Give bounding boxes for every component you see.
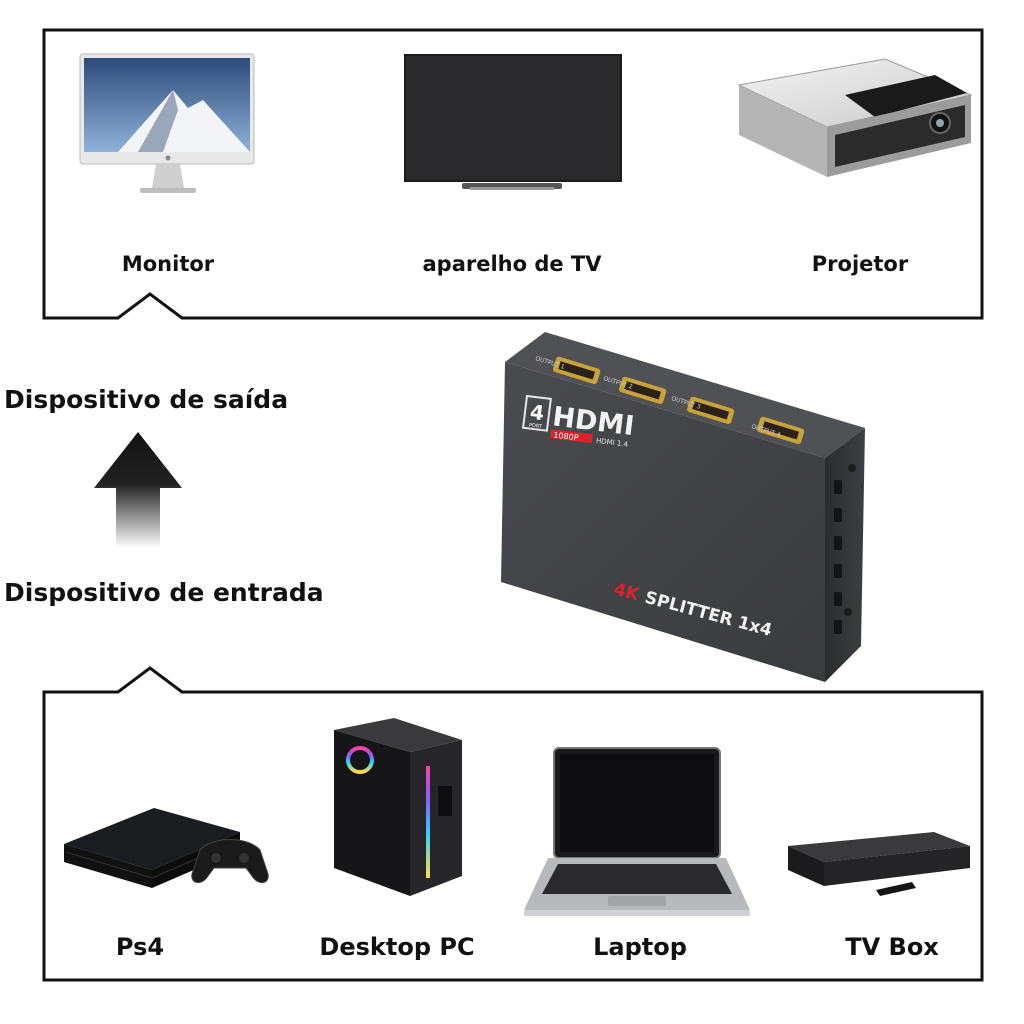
laptop-icon [524, 747, 750, 916]
svg-text:PORT: PORT [528, 422, 543, 430]
tv-device [400, 52, 626, 202]
input-group-frame [42, 666, 984, 982]
output-device-label: aparelho de TV [422, 252, 602, 276]
output-device-label: Projetor [811, 252, 909, 276]
vent-slots [834, 480, 842, 634]
desktop-pc-device [330, 716, 465, 898]
laptop-device [522, 746, 752, 918]
desktop-pc-icon [334, 718, 462, 896]
hdmi-output-ports [553, 356, 805, 445]
svg-text:1080P: 1080P [553, 431, 579, 443]
output-group-frame [42, 28, 984, 320]
svg-text:HDMI 1.4: HDMI 1.4 [596, 437, 629, 449]
monitor-device [78, 50, 258, 200]
output-device-heading: Dispositivo de saída [4, 385, 289, 414]
game-console-icon [64, 808, 269, 888]
svg-text:4: 4 [529, 400, 546, 426]
monitor-icon [79, 53, 255, 193]
up-arrow-icon [94, 432, 182, 548]
tv-box-device [784, 830, 974, 902]
output-device-label: Monitor [121, 252, 215, 276]
tv-box-icon [788, 832, 970, 896]
input-device-label: Ps4 [115, 933, 165, 961]
projector-icon [737, 58, 973, 177]
input-device-heading: Dispositivo de entrada [4, 578, 324, 607]
input-device-label: Desktop PC [319, 933, 475, 961]
hdmi-splitter: OUTPUT 1 OUTPUT 2 OUTPUT 3 OUTPUT 4 4 PO… [501, 332, 865, 682]
ps4-device [62, 800, 272, 895]
input-device-label: Laptop [593, 933, 687, 961]
tv-icon [404, 54, 622, 190]
input-device-label: TV Box [845, 933, 939, 961]
projector-device [735, 55, 975, 185]
